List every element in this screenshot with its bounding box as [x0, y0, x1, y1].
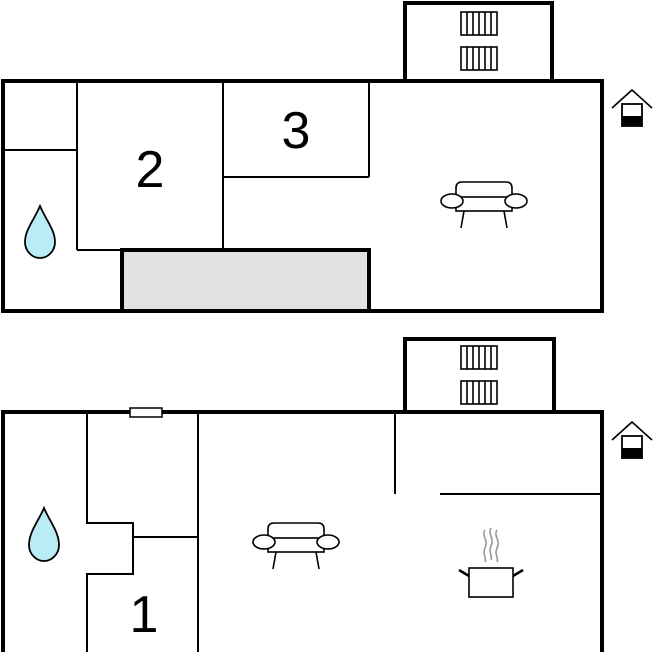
sofa-icon: [252, 522, 340, 570]
lower-floor: 1: [1, 337, 653, 652]
cooking-pot-icon: [458, 527, 524, 598]
radiator-icon: [460, 380, 498, 405]
lower-outer-wall: [1, 410, 604, 652]
water-drop-icon: [28, 505, 60, 562]
sofa-icon: [440, 181, 528, 229]
room-number: 2: [136, 141, 165, 199]
upper-floor: 2 3: [1, 1, 653, 313]
lower-wall: [86, 412, 134, 652]
radiator-icon: [460, 46, 498, 71]
water-drop-icon: [24, 203, 56, 259]
radiator-icon: [460, 345, 498, 370]
radiator-icon: [460, 11, 498, 36]
house-entrance-icon: [611, 88, 653, 127]
room-number: 3: [282, 102, 311, 160]
stairwell-void: [120, 248, 371, 313]
upper-outer-wall: [1, 79, 604, 313]
room-number: 1: [130, 586, 159, 644]
window: [129, 407, 163, 418]
house-entrance-icon: [611, 420, 653, 459]
